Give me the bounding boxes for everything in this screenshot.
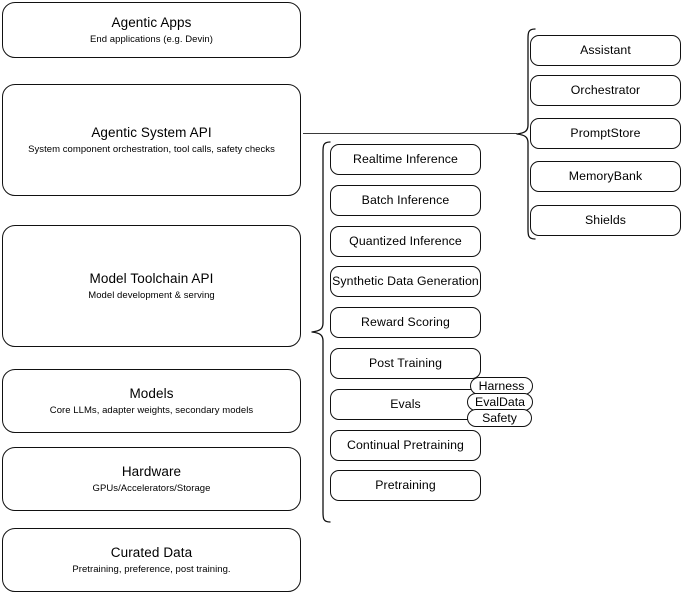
- layer-subtitle: End applications (e.g. Devin): [90, 34, 213, 45]
- layer-box-agentic-apps[interactable]: Agentic Apps End applications (e.g. Devi…: [2, 2, 301, 58]
- capability-label: Post Training: [368, 356, 443, 370]
- capability-box-batch-inference[interactable]: Batch Inference: [330, 185, 481, 216]
- system-component-label: MemoryBank: [568, 169, 643, 183]
- capability-label: Continual Pretraining: [347, 438, 464, 452]
- system-component-box-assistant[interactable]: Assistant: [530, 35, 681, 66]
- layer-title: Curated Data: [110, 545, 193, 560]
- capability-box-pretraining[interactable]: Pretraining: [330, 470, 481, 501]
- capability-label: Quantized Inference: [349, 234, 462, 248]
- layer-box-models[interactable]: Models Core LLMs, adapter weights, secon…: [2, 369, 301, 433]
- eval-pill-label: Harness: [478, 379, 525, 393]
- eval-pill-evaldata[interactable]: EvalData: [467, 393, 533, 411]
- layer-title: Agentic System API: [91, 125, 212, 140]
- system-component-label: Assistant: [580, 43, 631, 57]
- capability-label: Evals: [390, 397, 421, 411]
- system-component-box-orchestrator[interactable]: Orchestrator: [530, 75, 681, 106]
- capability-label: Synthetic Data Generation: [332, 274, 479, 288]
- capability-label: Realtime Inference: [352, 152, 458, 166]
- connector-line-agentic-system-api: [303, 133, 517, 135]
- eval-pill-harness[interactable]: Harness: [470, 377, 533, 395]
- capability-box-synthetic-data-generation[interactable]: Synthetic Data Generation: [330, 266, 481, 297]
- capability-box-quantized-inference[interactable]: Quantized Inference: [330, 226, 481, 257]
- capability-label: Pretraining: [375, 478, 436, 492]
- layer-subtitle: Core LLMs, adapter weights, secondary mo…: [49, 405, 254, 416]
- system-component-box-promptstore[interactable]: PromptStore: [530, 118, 681, 149]
- layer-title: Models: [129, 386, 174, 401]
- system-component-box-shields[interactable]: Shields: [530, 205, 681, 236]
- system-component-label: Orchestrator: [570, 83, 641, 97]
- system-component-label: PromptStore: [570, 126, 641, 140]
- system-component-label: Shields: [584, 213, 627, 227]
- capability-label: Batch Inference: [361, 193, 450, 207]
- capability-label: Reward Scoring: [361, 315, 450, 329]
- layer-title: Hardware: [121, 464, 182, 479]
- layer-title: Agentic Apps: [111, 15, 192, 30]
- layer-subtitle: Pretraining, preference, post training.: [72, 564, 231, 575]
- capability-box-continual-pretraining[interactable]: Continual Pretraining: [330, 430, 481, 461]
- brace-toolchain-capabilities: [311, 141, 331, 523]
- eval-pill-safety[interactable]: Safety: [467, 409, 532, 427]
- layer-box-hardware[interactable]: Hardware GPUs/Accelerators/Storage: [2, 447, 301, 511]
- brace-system-components: [516, 28, 536, 240]
- eval-pill-label: Safety: [482, 411, 517, 425]
- capability-box-realtime-inference[interactable]: Realtime Inference: [330, 144, 481, 175]
- eval-pill-label: EvalData: [475, 395, 525, 409]
- layer-box-model-toolchain-api[interactable]: Model Toolchain API Model development & …: [2, 225, 301, 347]
- layer-subtitle: System component orchestration, tool cal…: [28, 144, 275, 155]
- capability-box-reward-scoring[interactable]: Reward Scoring: [330, 307, 481, 338]
- layer-box-agentic-system-api[interactable]: Agentic System API System component orch…: [2, 84, 301, 196]
- layer-subtitle: GPUs/Accelerators/Storage: [92, 483, 211, 494]
- capability-box-evals[interactable]: Evals: [330, 389, 481, 420]
- layer-box-curated-data[interactable]: Curated Data Pretraining, preference, po…: [2, 528, 301, 592]
- layer-title: Model Toolchain API: [89, 271, 214, 286]
- system-component-box-memorybank[interactable]: MemoryBank: [530, 161, 681, 192]
- capability-box-post-training[interactable]: Post Training: [330, 348, 481, 379]
- layer-subtitle: Model development & serving: [88, 290, 215, 301]
